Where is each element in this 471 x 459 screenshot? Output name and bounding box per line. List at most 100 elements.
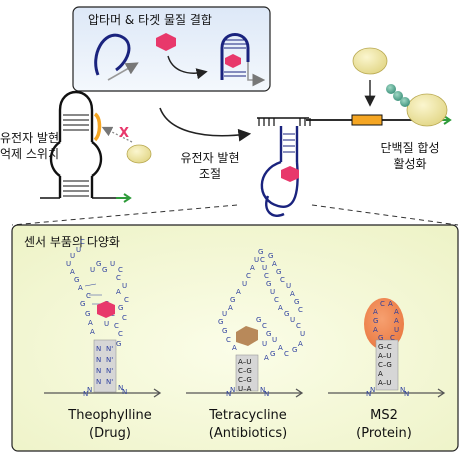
svg-text:N: N xyxy=(122,388,127,396)
svg-text:G: G xyxy=(284,310,289,318)
sensor-type: (Protein) xyxy=(356,426,412,441)
translation-active xyxy=(306,47,452,127)
svg-text:A–U: A–U xyxy=(378,352,391,360)
svg-text:N: N xyxy=(96,356,101,364)
svg-text:U: U xyxy=(76,246,81,254)
svg-text:C: C xyxy=(260,256,265,264)
sensor-tetracycline: Tetracycline (Antibiotics) xyxy=(186,407,310,443)
svg-text:U: U xyxy=(70,252,75,260)
svg-text:C: C xyxy=(122,314,127,322)
svg-text:U: U xyxy=(104,320,109,328)
svg-text:N': N' xyxy=(106,345,113,353)
svg-text:C: C xyxy=(264,272,269,280)
svg-text:G: G xyxy=(116,340,121,348)
tetracycline-structure: A–U C–G C–G U–A NN NN ACG GUA GAU CAU GC… xyxy=(218,248,305,398)
svg-text:U: U xyxy=(122,282,127,290)
svg-text:N': N' xyxy=(106,367,113,375)
svg-text:A: A xyxy=(373,326,378,334)
svg-text:N': N' xyxy=(106,356,113,364)
sensor-type: (Drug) xyxy=(89,426,131,441)
svg-text:G: G xyxy=(373,317,378,325)
svg-text:G: G xyxy=(230,296,235,304)
right-label-line2: 활성화 xyxy=(393,157,427,171)
svg-text:C: C xyxy=(226,336,231,344)
svg-text:U–A: U–A xyxy=(238,385,252,393)
svg-text:C: C xyxy=(390,334,395,342)
unbound-aptamer-tail xyxy=(107,62,139,81)
svg-text:A: A xyxy=(250,264,255,272)
svg-text:G: G xyxy=(85,310,90,318)
svg-text:G: G xyxy=(294,298,299,306)
svg-text:G: G xyxy=(258,248,263,256)
svg-text:A: A xyxy=(264,354,269,362)
svg-text:U: U xyxy=(262,340,267,348)
svg-text:N: N xyxy=(264,390,269,398)
svg-text:G: G xyxy=(268,252,273,260)
svg-text:A: A xyxy=(88,319,93,327)
sensor-baselines xyxy=(44,388,446,398)
svg-text:A: A xyxy=(373,308,378,316)
svg-text:N: N xyxy=(83,390,88,398)
svg-text:C: C xyxy=(114,322,119,330)
svg-text:U: U xyxy=(270,288,275,296)
theophylline-ligand xyxy=(156,33,176,51)
svg-text:A: A xyxy=(232,344,237,352)
svg-text:G: G xyxy=(378,334,383,342)
svg-text:U: U xyxy=(290,316,295,324)
svg-text:C: C xyxy=(124,296,129,304)
on-switch-structure xyxy=(257,117,311,217)
svg-text:A: A xyxy=(228,304,233,312)
svg-text:A: A xyxy=(70,268,75,276)
svg-text:N: N xyxy=(87,386,92,394)
svg-text:A: A xyxy=(394,308,399,316)
unbound-aptamer xyxy=(94,33,131,76)
svg-text:A: A xyxy=(298,340,303,348)
sensor-type: (Antibiotics) xyxy=(208,426,288,441)
svg-text:N: N xyxy=(96,367,101,375)
svg-text:G: G xyxy=(102,266,107,274)
center-label-line1: 유전자 발현 xyxy=(180,151,240,165)
blocked-arrow xyxy=(101,126,133,143)
svg-text:A–U: A–U xyxy=(238,358,251,366)
svg-text:A: A xyxy=(378,370,383,378)
svg-text:A: A xyxy=(272,260,277,268)
svg-text:G–C: G–C xyxy=(378,343,392,351)
svg-text:A: A xyxy=(236,288,241,296)
svg-text:C–G: C–G xyxy=(378,361,392,369)
svg-text:A: A xyxy=(290,290,295,298)
sensor-name: Tetracycline xyxy=(209,408,287,423)
svg-text:U: U xyxy=(394,326,399,334)
svg-text:C–G: C–G xyxy=(238,367,252,375)
x-mark: X xyxy=(119,126,129,141)
left-label: 유전자 발현 억제 스위치 xyxy=(0,130,59,162)
svg-text:N: N xyxy=(226,390,231,398)
svg-text:U: U xyxy=(242,280,247,288)
svg-text:C: C xyxy=(116,274,121,282)
svg-text:C: C xyxy=(296,322,301,330)
svg-text:N: N xyxy=(400,386,405,394)
svg-text:G: G xyxy=(118,304,123,312)
svg-text:U: U xyxy=(254,256,259,264)
svg-text:A–U: A–U xyxy=(378,379,391,387)
sensor-ms2: MS2 (Protein) xyxy=(322,407,446,443)
svg-text:C: C xyxy=(118,266,123,274)
svg-text:N: N xyxy=(96,345,101,353)
center-label: 유전자 발현 조절 xyxy=(168,150,252,182)
svg-text:C: C xyxy=(280,276,285,284)
svg-text:U: U xyxy=(90,266,95,274)
svg-text:G: G xyxy=(218,318,223,326)
sensor-name: MS2 xyxy=(370,408,398,423)
svg-text:G: G xyxy=(74,276,79,284)
svg-text:A: A xyxy=(278,344,283,352)
ms2-structure: C A A A G A A U G C G–C A–U C–G A A–U N … xyxy=(364,298,409,398)
right-label: 단백질 합성 활성화 xyxy=(360,140,460,172)
svg-text:N': N' xyxy=(106,378,113,386)
svg-text:C: C xyxy=(118,330,123,338)
svg-text:A: A xyxy=(394,317,399,325)
svg-text:G: G xyxy=(266,330,271,338)
binding-arrow xyxy=(167,55,208,80)
svg-text:U: U xyxy=(300,330,305,338)
svg-text:G: G xyxy=(276,268,281,276)
svg-text:C: C xyxy=(380,300,385,308)
svg-text:G: G xyxy=(80,300,85,308)
